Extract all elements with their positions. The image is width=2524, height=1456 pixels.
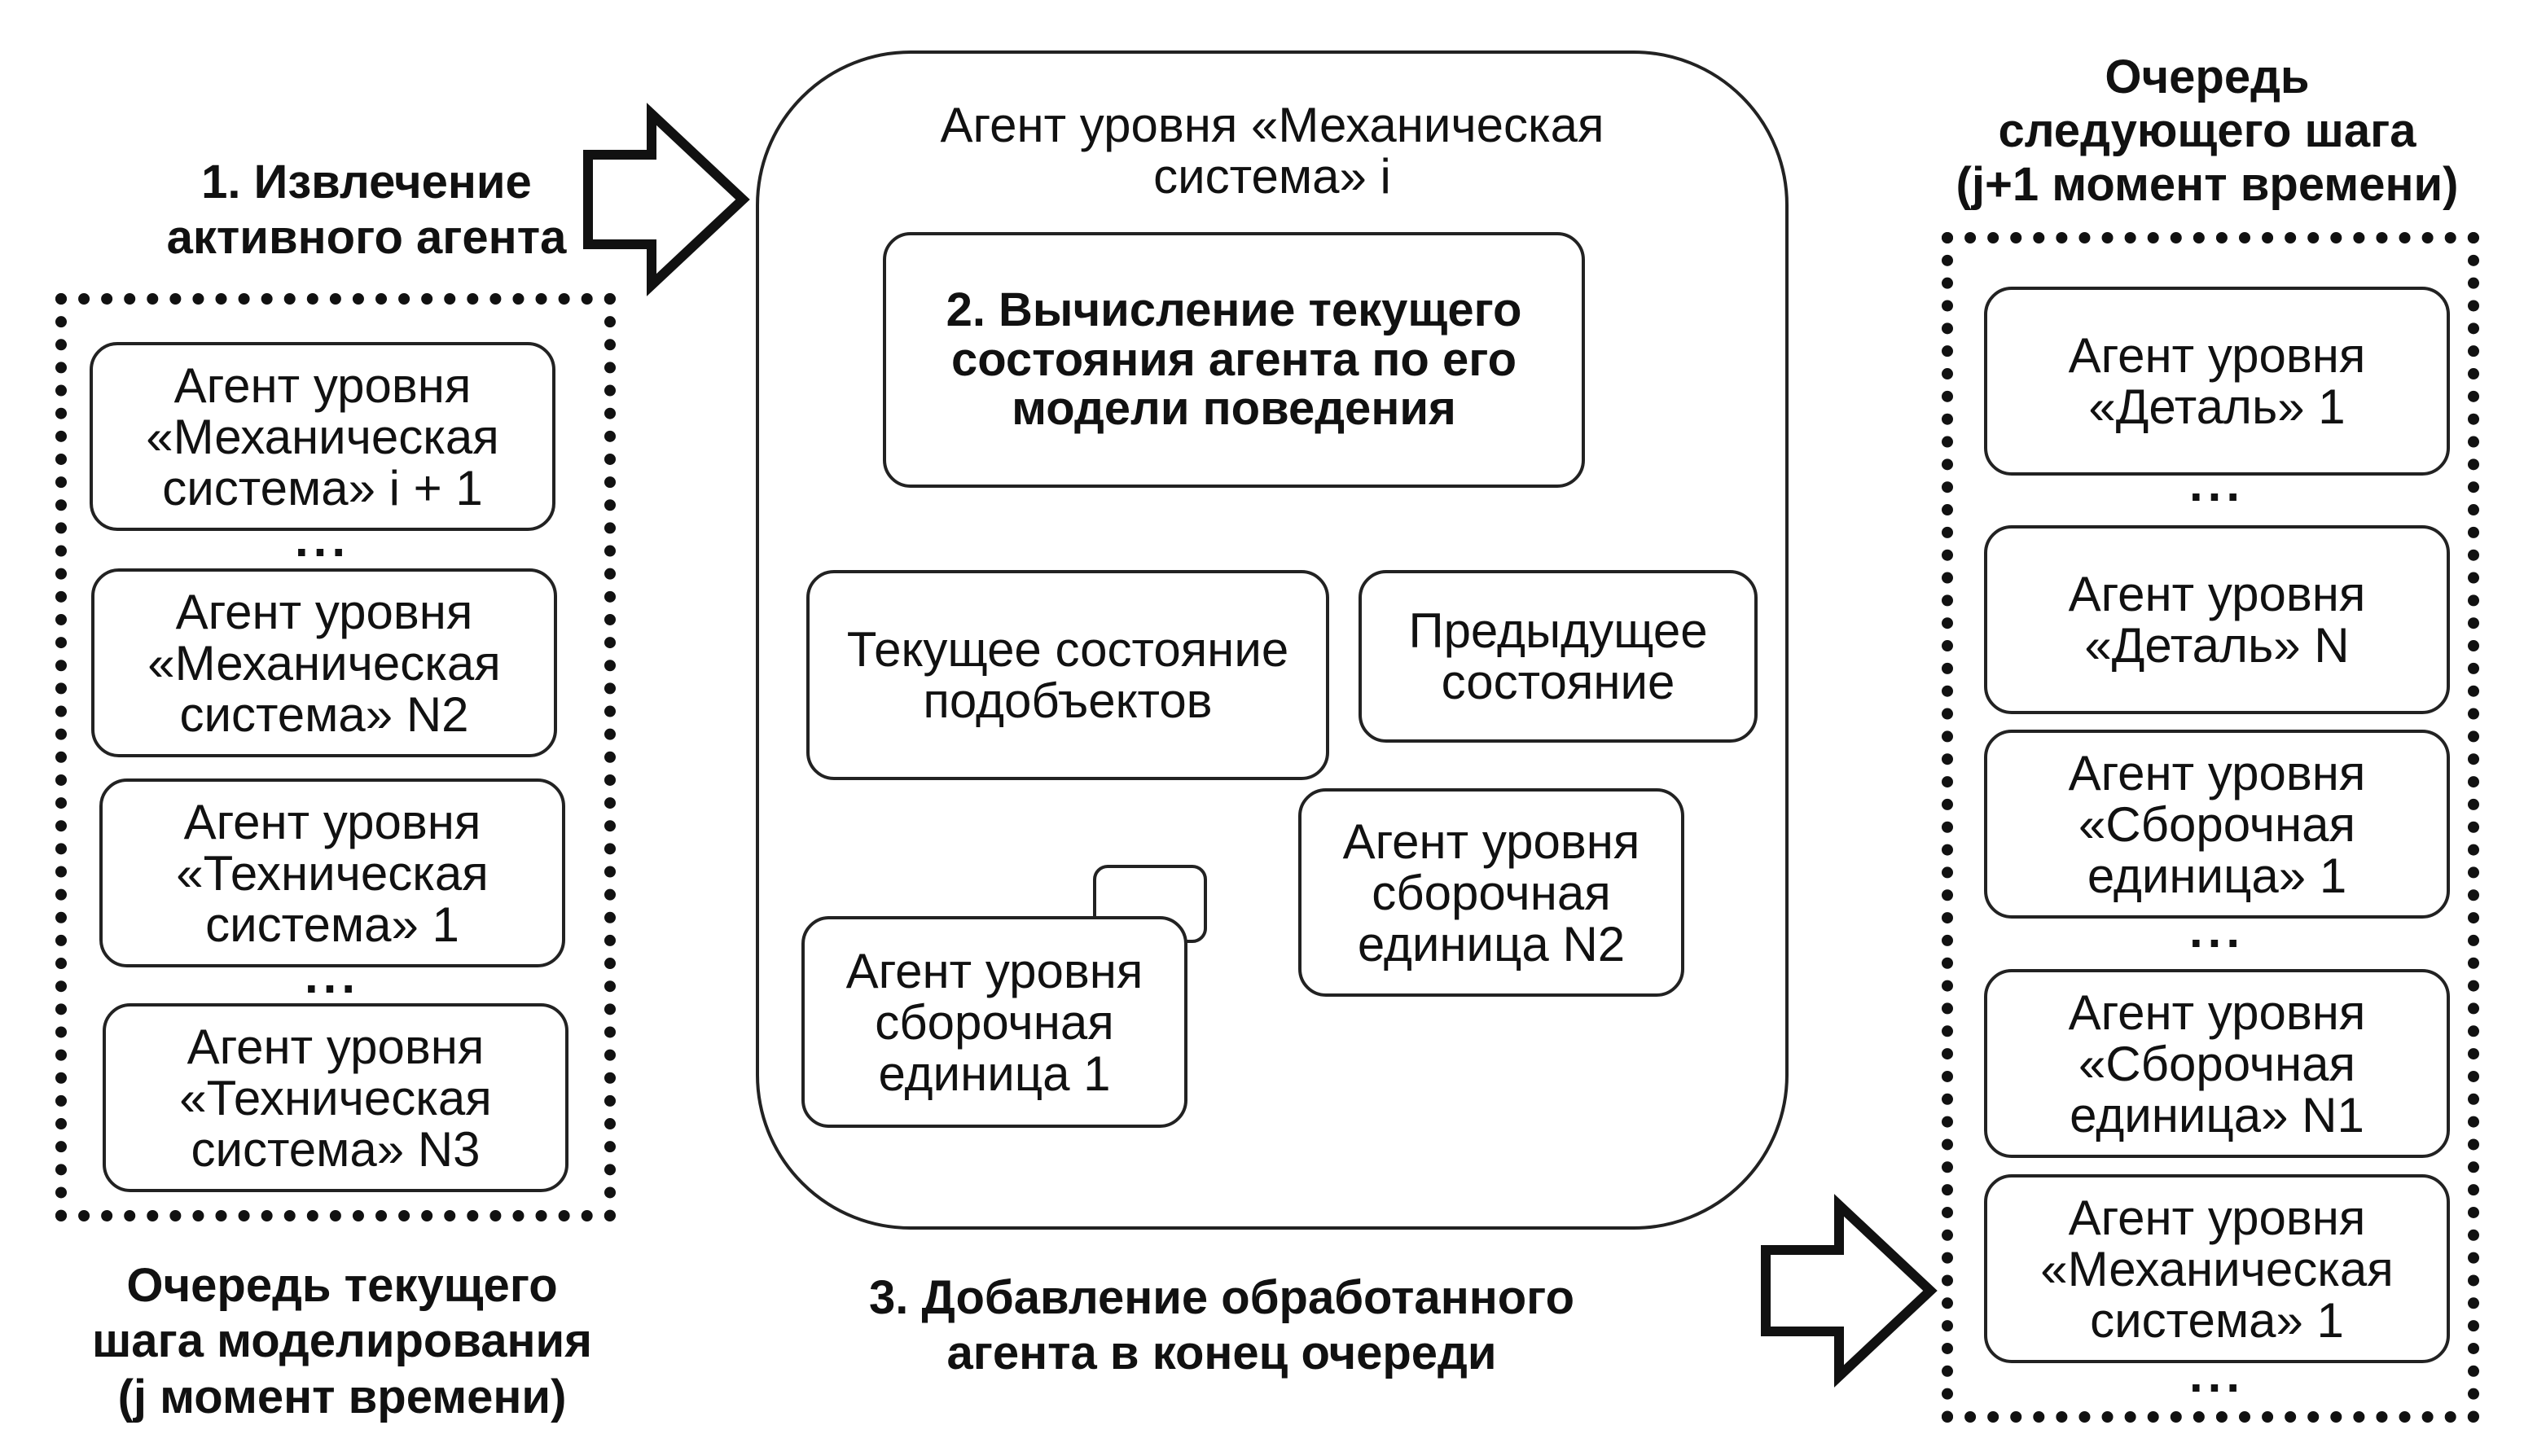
- queue-ellipsis: ...: [294, 512, 350, 567]
- extract-block-arrow: [583, 103, 750, 296]
- queue-ellipsis: ...: [2188, 457, 2245, 511]
- current-step-queue: [55, 293, 616, 1221]
- append-block-arrow: [1761, 1194, 1938, 1388]
- next-queue-item-detail-n: Агент уровня«Деталь» N: [1984, 525, 2450, 714]
- next-step-queue: [1942, 232, 2479, 1423]
- queue-ellipsis: ...: [2188, 903, 2245, 958]
- queue-ellipsis: ...: [2188, 1348, 2245, 1402]
- next-queue-item-detail-1: Агент уровня«Деталь» 1: [1984, 287, 2450, 476]
- queue-ellipsis: ...: [304, 949, 360, 1003]
